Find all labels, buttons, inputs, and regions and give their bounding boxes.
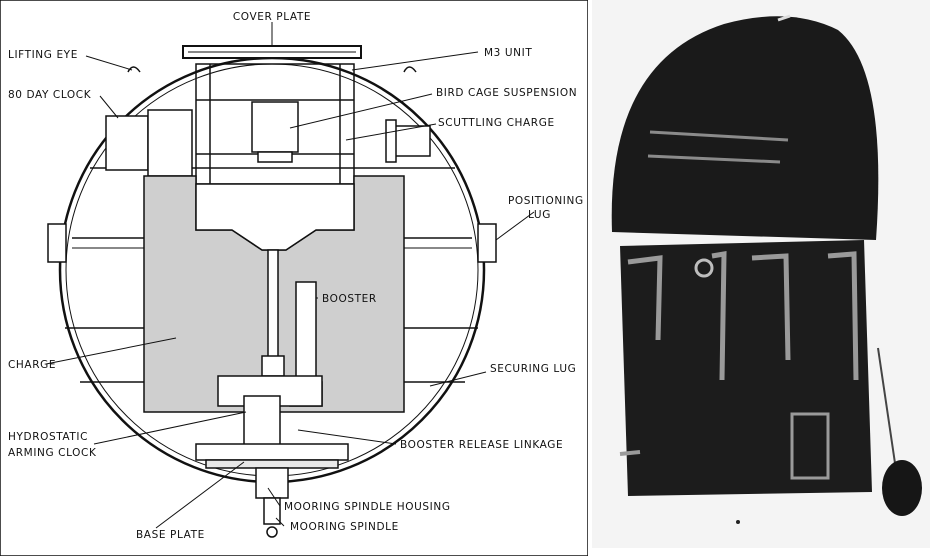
mine-casing	[619, 240, 872, 496]
label-lifting-eye: LIFTING EYE	[8, 49, 78, 61]
label-scuttling-charge: SCUTTLING CHARGE	[438, 117, 555, 129]
label-securing-lug: SECURING LUG	[490, 363, 576, 375]
leader-lines	[45, 22, 535, 529]
scuttling-charge	[385, 119, 431, 163]
label-hydrostatic-line1: HYDROSTATIC	[8, 431, 88, 443]
lifting-eye	[127, 66, 417, 73]
m3-unit	[251, 101, 299, 163]
label-mooring-spindle: MOORING SPINDLE	[290, 521, 399, 533]
base-assembly	[195, 375, 349, 538]
diagram-svg: COVER PLATE M3 UNIT LIFTING EYE 80 DAY C…	[0, 0, 589, 557]
label-80-day-clock: 80 DAY CLOCK	[8, 89, 92, 101]
mine-photograph	[592, 0, 930, 556]
positioning-lug	[47, 223, 497, 263]
label-bird-cage-suspension: BIRD CAGE SUSPENSION	[436, 87, 577, 99]
clock-80-day	[105, 109, 193, 177]
anchor-weight	[877, 347, 922, 516]
label-base-plate: BASE PLATE	[136, 529, 205, 541]
mine-cutaway-diagram: COVER PLATE M3 UNIT LIFTING EYE 80 DAY C…	[0, 0, 589, 557]
label-cover-plate: COVER PLATE	[233, 11, 311, 23]
label-mooring-spindle-housing: MOORING SPINDLE HOUSING	[284, 501, 451, 513]
label-booster: BOOSTER	[322, 293, 377, 305]
label-positioning-lug-line1: POSITIONING	[508, 195, 584, 207]
panel-divider	[588, 0, 592, 556]
photo-svg	[592, 0, 930, 556]
photo-border	[592, 548, 930, 556]
central-rod	[261, 249, 285, 377]
photo-speck	[736, 520, 740, 524]
cover-plate	[182, 45, 362, 59]
bird-cage-suspension	[195, 63, 355, 185]
label-charge: CHARGE	[8, 359, 56, 371]
label-positioning-lug-line2: LUG	[528, 209, 551, 221]
label-m3-unit: M3 UNIT	[484, 47, 532, 59]
label-hydrostatic-line2: ARMING CLOCK	[8, 447, 97, 459]
mine-dome	[611, 14, 879, 241]
label-booster-release-linkage: BOOSTER RELEASE LINKAGE	[400, 439, 563, 451]
